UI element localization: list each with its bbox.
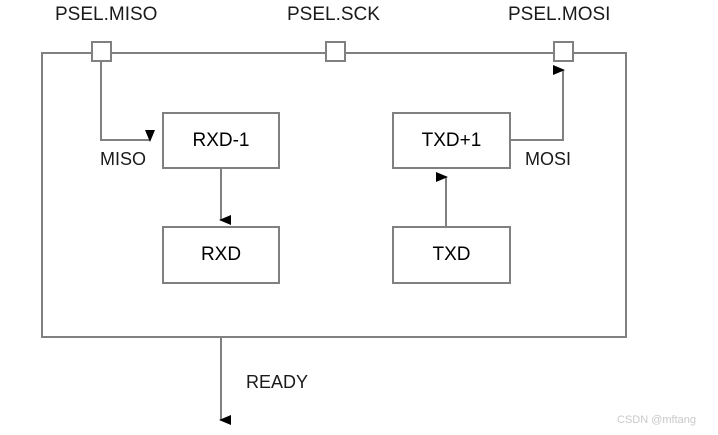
- block-rxd[interactable]: [162, 226, 280, 284]
- block-rxd-minus-1[interactable]: [162, 112, 280, 169]
- label-psel-miso: PSEL.MISO: [55, 4, 158, 25]
- miso-signal-path: [100, 61, 155, 142]
- pin-mosi[interactable]: [553, 41, 574, 62]
- pin-miso[interactable]: [91, 41, 112, 62]
- watermark: CSDN @mftang: [617, 414, 697, 426]
- label-psel-mosi: PSEL.MOSI: [508, 4, 611, 25]
- pin-sck[interactable]: [325, 41, 346, 62]
- peripheral-boundary: [41, 52, 627, 338]
- mosi-signal-path: [510, 65, 565, 141]
- label-miso: MISO: [100, 149, 147, 169]
- label-psel-sck: PSEL.SCK: [287, 4, 380, 25]
- block-txd[interactable]: [392, 226, 511, 284]
- block-txd-plus-1[interactable]: [392, 112, 511, 169]
- label-mosi: MOSI: [525, 149, 572, 169]
- label-ready: READY: [246, 372, 309, 392]
